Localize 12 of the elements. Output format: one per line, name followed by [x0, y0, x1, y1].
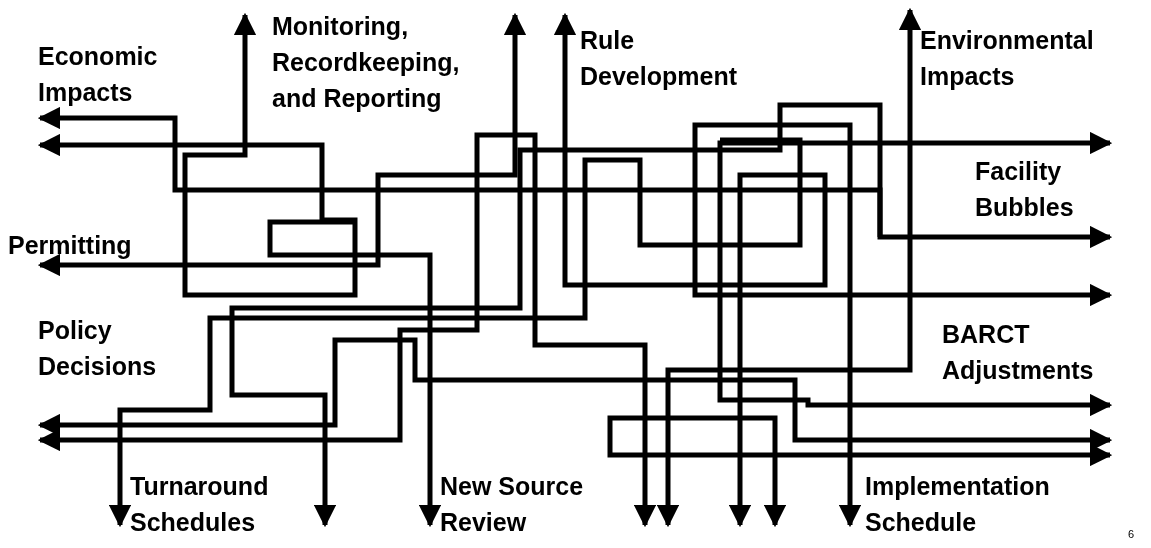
arrow-label: Turnaround Schedules: [130, 471, 270, 538]
arrow-label: Rule Development: [580, 25, 738, 92]
arrow-label: Implementation Schedule: [865, 471, 1051, 538]
page-number: 6: [1128, 528, 1135, 540]
arrow-label: BARCT Adjustments: [942, 319, 1095, 386]
arrow-label: Facility Bubbles: [975, 156, 1075, 223]
arrow-label: Permitting: [8, 230, 133, 261]
arrow-label: Environmental Impacts: [920, 25, 1095, 92]
arrow-label: Economic Impacts: [38, 41, 159, 108]
arrow-label: Policy Decisions: [38, 315, 158, 382]
arrow-label: Monitoring, Recordkeeping, and Reporting: [272, 11, 461, 114]
arrow-label: New Source Review: [440, 471, 585, 538]
